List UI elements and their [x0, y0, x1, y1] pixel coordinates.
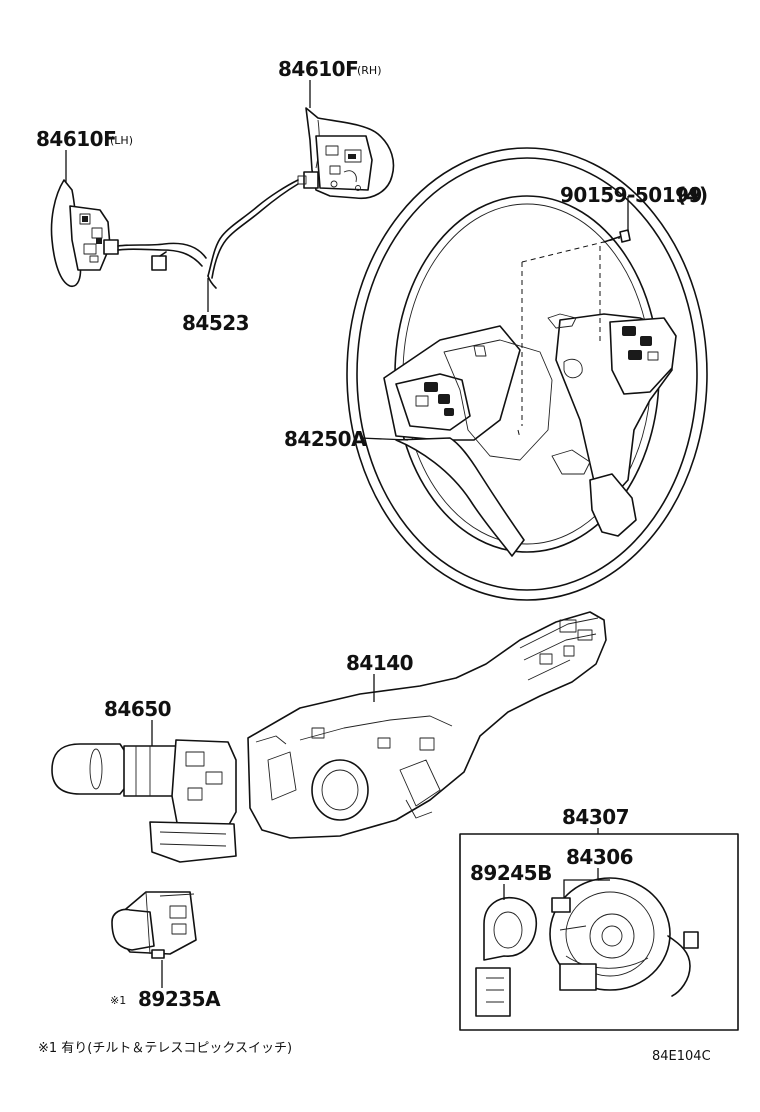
label-89235A: ※1 89235A — [110, 987, 222, 1011]
part-mark: ※1 — [110, 994, 126, 1007]
combination-switch-drawing — [247, 611, 607, 839]
steering-wheel-drawing — [346, 147, 708, 601]
part-suffix: (RH) — [357, 64, 382, 77]
label-84307: 84307 — [562, 805, 629, 829]
label-84250A: 84250A — [284, 427, 367, 451]
wire-harness-drawing — [117, 179, 299, 289]
label-90159-50199: 90159-50199 (4) — [560, 183, 708, 207]
tilt-telescopic-switch-drawing — [111, 891, 197, 959]
spiral-cable-drawing — [459, 833, 739, 1031]
part-number: 89235A — [138, 987, 221, 1011]
diagram-code: 84E104C — [652, 1049, 711, 1064]
label-84610F-lh: 84610F (LH) — [36, 127, 133, 151]
label-84610F-rh: 84610F (RH) — [278, 57, 382, 81]
part-suffix: (LH) — [110, 134, 133, 147]
part-number: 84610F — [278, 57, 358, 81]
label-89245B: 89245B — [470, 861, 552, 885]
label-84306: 84306 — [566, 845, 633, 869]
switch-rh-drawing — [297, 107, 395, 200]
label-84523: 84523 — [182, 311, 249, 335]
leader-lines — [65, 80, 629, 988]
label-84650: 84650 — [104, 697, 171, 721]
turn-signal-switch-drawing — [51, 739, 237, 863]
switch-lh-drawing — [50, 179, 119, 287]
part-number: 90159-50199 — [560, 183, 702, 207]
footnote: ※1 有り(チルト＆テレスコピックスイッチ) — [38, 1041, 292, 1056]
part-number: 84610F — [36, 127, 116, 151]
label-84140: 84140 — [346, 651, 413, 675]
part-qty: (4) — [677, 183, 708, 207]
